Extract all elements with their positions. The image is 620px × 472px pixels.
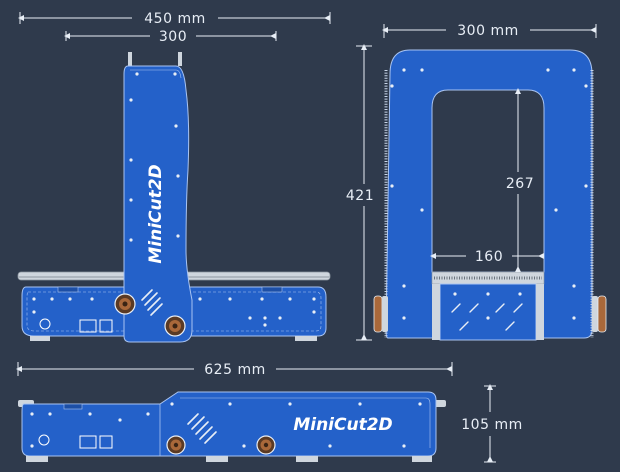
dim-160-label: 160 [475, 249, 503, 265]
top-wheel-right [256, 435, 276, 455]
side-holes [390, 68, 588, 320]
front-column-plate: MiniCut2D [114, 52, 193, 343]
dim-421-label: 421 [346, 188, 374, 204]
top-view: MiniCut2D [18, 391, 446, 462]
dim-300mm-side-label: 300 mm [457, 23, 518, 39]
side-view [373, 49, 607, 341]
side-carriage [431, 271, 545, 341]
top-vent-slots [187, 413, 217, 444]
dim-625mm-label: 625 mm [204, 362, 265, 378]
dim-105mm-label: 105 mm [461, 417, 522, 433]
top-wheel-left [166, 435, 186, 455]
vent-slots [141, 289, 163, 316]
top-logo: MiniCut2D [293, 415, 392, 435]
front-view: MiniCut2D [17, 52, 331, 343]
side-opening [431, 89, 545, 273]
side-wheels [373, 295, 607, 333]
side-racks [384, 70, 594, 338]
front-wheel-right [164, 315, 186, 337]
dimensions [16, 12, 597, 463]
dim-450mm-label: 450 mm [144, 11, 205, 27]
dim-267-label: 267 [506, 176, 534, 192]
dimension-labels: 450 mm 300 300 mm 421 267 160 625 mm 105… [144, 11, 534, 433]
dim-300-label: 300 [159, 29, 187, 45]
front-wheel-left [114, 293, 136, 315]
front-logo: MiniCut2D [146, 164, 166, 263]
